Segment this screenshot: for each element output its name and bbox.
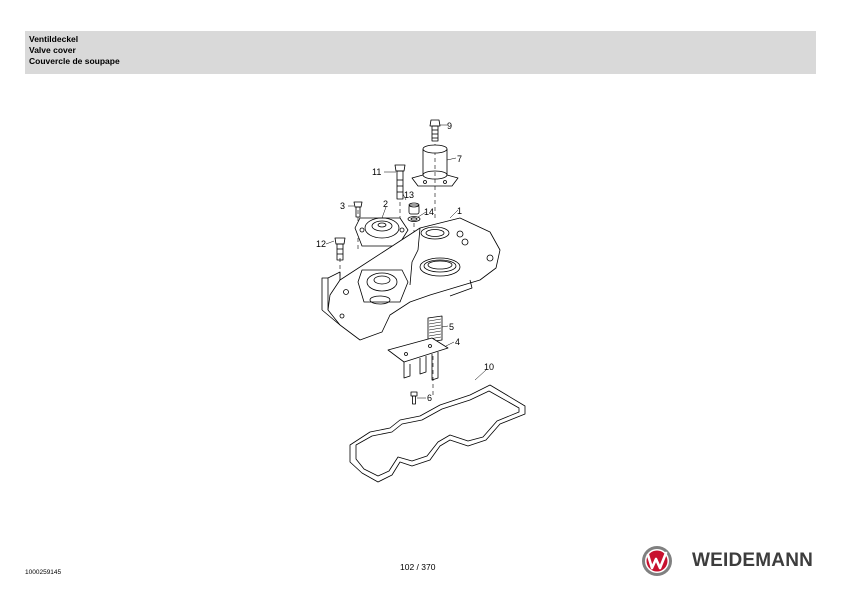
diagram-drawing: 9 7 11 13 3 2 14 1 12 5 4 6 10: [316, 119, 526, 483]
leader-lines: [325, 124, 487, 399]
part-2-breather: [354, 217, 409, 247]
callout-labels: 9 7 11 13 3 2 14 1 12 5 4 6 10: [316, 121, 494, 403]
callout-5: 5: [449, 322, 454, 332]
callout-1: 1: [457, 206, 462, 216]
part-1-valve-cover: [321, 217, 501, 341]
callout-10: 10: [484, 362, 494, 372]
valve-cover-exploded-diagram: 9 7 11 13 3 2 14 1 12 5 4 6 10: [300, 110, 540, 500]
title-band: Ventildeckel Valve cover Couvercle de so…: [25, 31, 816, 74]
part-6-screw: [410, 391, 418, 405]
part-11-bolt: [394, 164, 406, 200]
weidemann-logo-icon: [640, 545, 674, 577]
callout-11: 11: [372, 167, 381, 177]
callout-2: 2: [383, 199, 388, 209]
part-13-plug: [408, 202, 420, 215]
page-counter: 102 / 370: [400, 562, 436, 572]
title-french: Couvercle de soupape: [29, 56, 120, 66]
callout-12: 12: [316, 239, 326, 249]
title-german: Ventildeckel: [29, 34, 79, 44]
part-7-cap: [411, 144, 459, 187]
callout-9: 9: [447, 121, 452, 131]
part-10-gasket: [349, 384, 526, 483]
part-9-bolt: [429, 119, 441, 142]
callout-7: 7: [457, 154, 462, 164]
part-12-bolt: [334, 237, 346, 261]
callout-4: 4: [455, 337, 460, 347]
title-english: Valve cover: [29, 45, 76, 55]
brand-name: WEIDEMANN: [692, 550, 814, 571]
part-4-bracket: [387, 337, 449, 381]
document-number: 1000259145: [25, 569, 62, 576]
part-5-filter: [427, 315, 443, 343]
part-14-seal-ring: [407, 216, 421, 222]
callout-13: 13: [404, 190, 414, 200]
part-3-bolt: [353, 201, 363, 218]
callout-3: 3: [340, 201, 345, 211]
callout-6: 6: [427, 393, 432, 403]
callout-14: 14: [424, 207, 434, 217]
